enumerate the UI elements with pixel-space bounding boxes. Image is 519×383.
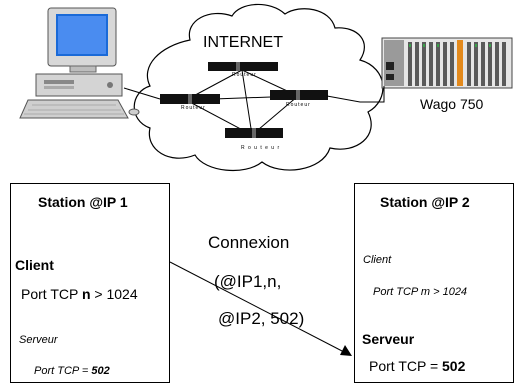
router-bottom (225, 128, 283, 138)
station-2-server-port-value: 502 (442, 358, 466, 374)
station-1-client-port-var: n (81, 286, 91, 302)
router-top-label: Routeur (232, 72, 257, 78)
station-2-server-heading: Serveur (362, 331, 415, 347)
router-right-label: Routeur (286, 102, 311, 108)
station-1-client-port-suffix: > 1024 (90, 286, 138, 302)
internet-label: INTERNET (203, 34, 283, 51)
station-2-server-port-prefix: Port TCP = (369, 358, 443, 374)
connection-arrowhead (340, 345, 352, 356)
station-2-client-port: Port TCP m > 1024 (373, 286, 468, 298)
connection-label-line2: (@IP1,n, (214, 272, 282, 291)
connection-label-line1: Connexion (208, 233, 290, 252)
station-1-server-port-value: 502 (91, 365, 110, 377)
station-1-title: Station @IP 1 (38, 194, 128, 210)
station-1-server-port: Port TCP = 502 (34, 365, 110, 377)
station-2-title: Station @IP 2 (380, 194, 470, 210)
computer-icon (19, 7, 140, 119)
station-1-box: Station @IP 1 Client Port TCP n > 1024 S… (10, 183, 170, 383)
station-1-client-port-prefix: Port TCP (21, 286, 82, 302)
station-1-server-port-prefix: Port TCP = (34, 365, 92, 377)
station-1-server-heading: Serveur (19, 334, 58, 346)
computer-link (123, 87, 161, 100)
station-1-client-port: Port TCP n > 1024 (21, 286, 138, 302)
router-left (160, 94, 220, 104)
wago-link (326, 86, 385, 103)
wago-label: Wago 750 (420, 96, 484, 112)
router-bottom-label: R o u t e u r (241, 145, 281, 151)
station-2-client-heading: Client (363, 254, 392, 266)
station-1-client-heading: Client (15, 257, 54, 273)
router-left-label: Routeur (181, 105, 206, 111)
router-right (270, 90, 328, 100)
internet-cloud (133, 3, 384, 172)
station-2-box: Station @IP 2 Client Port TCP m > 1024 S… (354, 183, 514, 383)
router-top (208, 62, 278, 71)
station-2-server-port: Port TCP = 502 (369, 358, 465, 374)
network-illustration (19, 3, 513, 172)
connection-label-line3: @IP2, 502) (218, 309, 305, 328)
wago-750-device (381, 37, 513, 89)
